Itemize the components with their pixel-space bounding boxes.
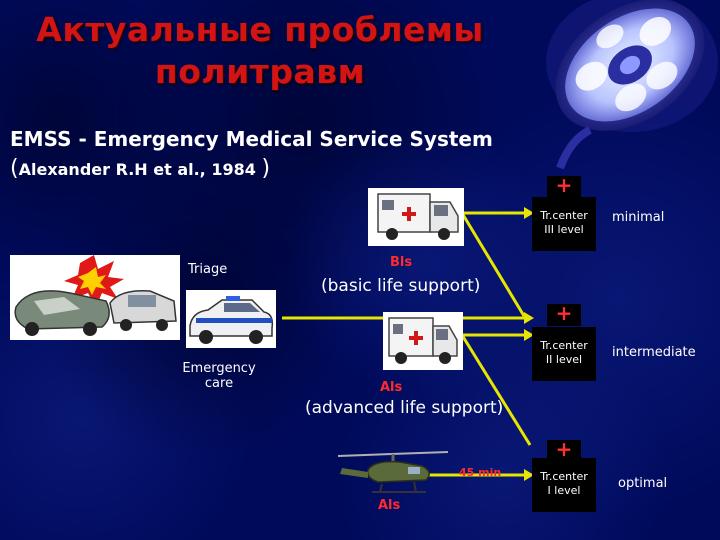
- outcome-minimal: minimal: [612, 210, 665, 225]
- outcome-intermediate: intermediate: [612, 345, 696, 360]
- trauma-center-level-3: Tr.center III level: [532, 197, 596, 251]
- outcome-optimal: optimal: [618, 476, 668, 491]
- center-name: Tr.center: [540, 339, 588, 352]
- surgical-lamp-icon: [546, 0, 718, 170]
- citation: (Alexander R.H et al., 1984 ): [10, 156, 270, 181]
- trauma-center-level-2: Tr.center II level: [532, 327, 596, 381]
- emergency-care-line1: Emergency: [182, 361, 256, 376]
- basic-life-support-label: (basic life support): [321, 276, 481, 296]
- emergency-care-line2: care: [204, 376, 234, 391]
- center-name: Tr.center: [540, 470, 588, 483]
- bls-label: Bls: [390, 255, 413, 270]
- center-name: Tr.center: [540, 209, 588, 222]
- system-heading: EMSS - Emergency Medical Service System: [10, 127, 493, 151]
- arrowhead-1: [524, 207, 534, 219]
- als-label: Als: [380, 380, 403, 395]
- center-level: I level: [547, 484, 581, 497]
- page-title-line2: политравм: [154, 52, 366, 91]
- triage-label: Triage: [188, 262, 228, 277]
- arrowhead-2: [524, 312, 534, 324]
- page-title-line1: Актуальные проблемы: [36, 10, 484, 49]
- center-level: III level: [544, 223, 584, 236]
- heli-als-label: Als: [378, 498, 401, 513]
- helicopter-icon: [338, 451, 448, 493]
- arrowhead-3: [524, 329, 534, 341]
- crashed-cars-icon: [10, 255, 180, 340]
- arrowhead-4: [524, 469, 534, 481]
- line-bls-to-als: [460, 212, 526, 317]
- ambulance-icon: [368, 188, 464, 246]
- ambulance-icon: [383, 312, 463, 370]
- hospital-cross-icon: +: [547, 173, 581, 198]
- police-car-icon: [186, 290, 276, 348]
- citation-open-paren: (: [10, 156, 19, 181]
- citation-text: Alexander R.H et al., 1984: [18, 160, 256, 179]
- hospital-cross-icon: +: [547, 301, 581, 326]
- advanced-life-support-label: (advanced life support): [305, 398, 504, 418]
- trauma-center-level-1: Tr.center I level: [532, 458, 596, 512]
- time-label: 45 min: [459, 466, 502, 479]
- emergency-care-label: Emergency care: [174, 361, 264, 391]
- citation-close-paren: ): [261, 156, 271, 181]
- hospital-cross-icon: +: [547, 437, 581, 462]
- center-level: II level: [545, 353, 583, 366]
- line-als-to-heli: [460, 334, 532, 446]
